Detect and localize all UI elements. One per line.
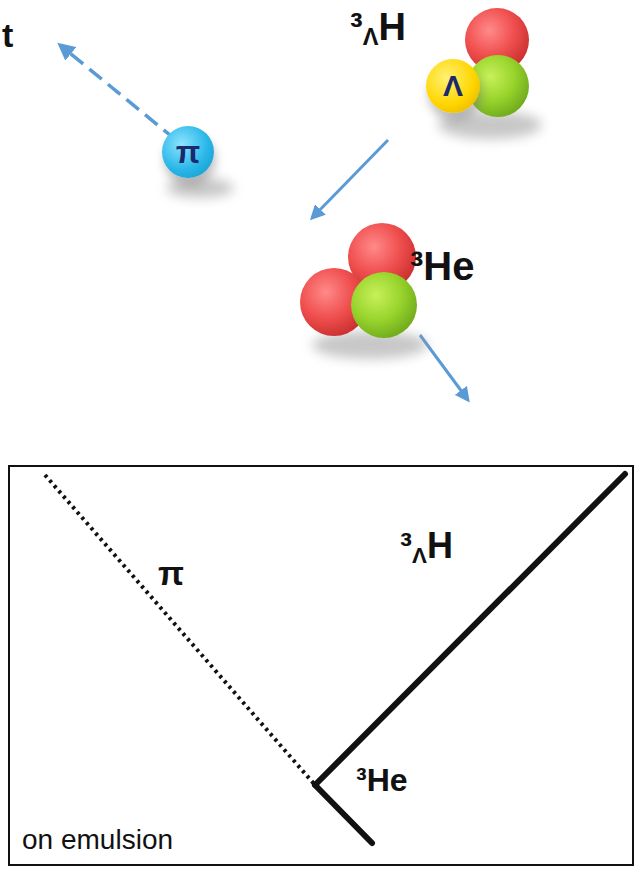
track-label: ³ΛH [400, 528, 453, 567]
particle-symbol: π [176, 136, 201, 168]
cut-off-label: t [2, 18, 13, 52]
neutron-ball [351, 272, 417, 338]
nucleus-label: ³ΛH [350, 8, 406, 50]
frame-caption: on emulsion [22, 825, 173, 856]
emulsion-frame: on emulsion [8, 465, 634, 866]
pion-ball: π [162, 126, 214, 178]
nucleus-label: ³He [410, 246, 474, 286]
track-label: π [158, 556, 184, 590]
decay-arrow [312, 140, 388, 218]
hypertriton-track [315, 474, 625, 785]
particle-symbol: Λ [443, 71, 463, 101]
ball-shadow [166, 178, 234, 198]
track-label: ³He [356, 764, 408, 796]
pion-direction-arrow [60, 45, 176, 140]
lambda-ball: Λ [426, 59, 480, 113]
pion-track [45, 475, 315, 785]
